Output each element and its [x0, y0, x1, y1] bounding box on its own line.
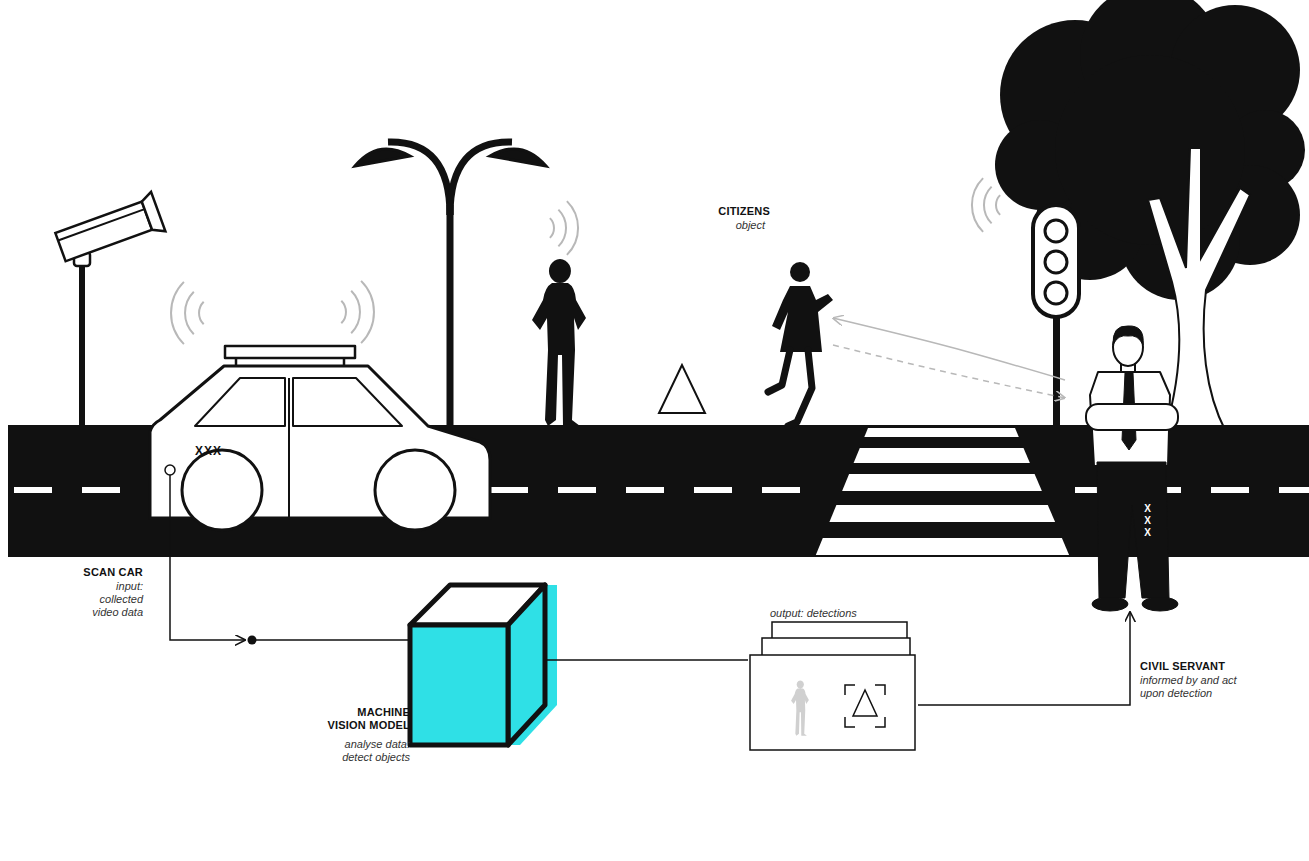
sensor-lead	[169, 475, 171, 532]
node-heading: SCAN CAR	[43, 566, 143, 579]
traffic-light-pole	[1053, 300, 1060, 427]
traffic-light-lamp	[1045, 220, 1067, 242]
runner-body	[772, 286, 833, 352]
tree	[995, 0, 1305, 432]
signal-wave	[550, 201, 578, 255]
car-window	[293, 378, 402, 426]
input-arrow	[170, 532, 245, 640]
car-wheel	[375, 450, 455, 530]
servant-arms	[1086, 404, 1178, 430]
lamp-pole	[447, 205, 454, 426]
camera-body	[55, 202, 152, 262]
traffic-light-lamp	[1045, 251, 1067, 273]
detection-sheet	[750, 655, 915, 750]
tree-canopy	[1055, 55, 1245, 245]
node-caption: object	[665, 219, 765, 232]
licence-plate-text: XXX	[195, 445, 239, 458]
crosswalk	[816, 428, 1069, 555]
cube-side	[508, 585, 545, 745]
civil-servant-figure	[1086, 326, 1178, 611]
node-caption: input: collected video data	[81, 580, 143, 619]
node-heading: CITIZENS	[670, 205, 770, 218]
servant-shoe	[1092, 597, 1128, 611]
runner-leg	[788, 350, 812, 426]
act-arrow	[833, 318, 1065, 380]
model-input-line	[252, 639, 408, 641]
traffic-light-housing	[1033, 205, 1079, 317]
citizen-node: CITIZENSobject	[755, 245, 830, 430]
traffic-light	[1033, 205, 1079, 427]
signal-wave	[972, 178, 1000, 232]
car-wheel	[182, 450, 262, 530]
lamp-head	[355, 149, 410, 166]
signal-waves	[171, 178, 1000, 344]
civil-servant-node: XXXCIVIL SERVANTinformed by and act upon…	[1065, 322, 1190, 612]
camera-pole	[79, 262, 85, 426]
feedback-arrow	[833, 345, 1065, 398]
model-cube	[410, 585, 557, 745]
crosswalk-stripe	[842, 474, 1042, 491]
car-door-line	[288, 378, 290, 518]
inform-arrow	[918, 612, 1130, 705]
runner-leg	[768, 350, 790, 392]
runner-figure	[768, 262, 833, 426]
detected-person-icon	[791, 681, 809, 736]
badge-text: XXX	[1141, 503, 1154, 539]
output-line	[545, 659, 748, 661]
cube-front	[410, 625, 508, 745]
model-input-dot	[248, 636, 257, 645]
model-node: MACHINE VISION MODEL analyse data: detect…	[245, 580, 545, 780]
runner-head	[790, 262, 810, 282]
scan-car	[150, 346, 490, 532]
roof-scanner	[225, 346, 355, 358]
detected-triangle-icon	[853, 690, 877, 716]
crosswalk-stripe	[829, 505, 1055, 522]
citizen-figure	[532, 259, 586, 426]
node-caption: analyse data: detect objects	[316, 738, 410, 764]
signal-wave	[341, 281, 374, 343]
node-caption: informed by and act upon detection	[1140, 674, 1245, 700]
lamp-head	[490, 149, 546, 166]
servant-hair	[1113, 326, 1143, 345]
camera-lens	[140, 192, 166, 236]
servant-shoe	[1142, 597, 1178, 611]
node-heading: CIVIL SERVANT	[1140, 660, 1270, 673]
cctv-camera	[53, 192, 165, 426]
bounding-box-corners	[845, 685, 885, 727]
camera-hood	[58, 209, 144, 240]
sensor-point	[165, 465, 175, 475]
signal-wave	[171, 282, 204, 344]
scan-car-node: XXXSCAN CARinput: collected video data	[145, 342, 495, 532]
detections-node: output: detections	[748, 605, 918, 753]
traffic-light-lamp	[1045, 282, 1067, 304]
crosswalk-stripe	[854, 448, 1030, 463]
detection-bracket	[845, 685, 885, 727]
detected-object-triangle	[659, 365, 705, 413]
crosswalk-stripe	[816, 538, 1069, 555]
crosswalk-stripe	[864, 428, 1019, 437]
servant-trousers	[1097, 462, 1169, 598]
car-window	[195, 378, 285, 426]
node-heading: MACHINE VISION MODEL	[322, 706, 410, 732]
node-caption: output: detections	[770, 607, 910, 620]
detection-stack	[750, 622, 915, 750]
